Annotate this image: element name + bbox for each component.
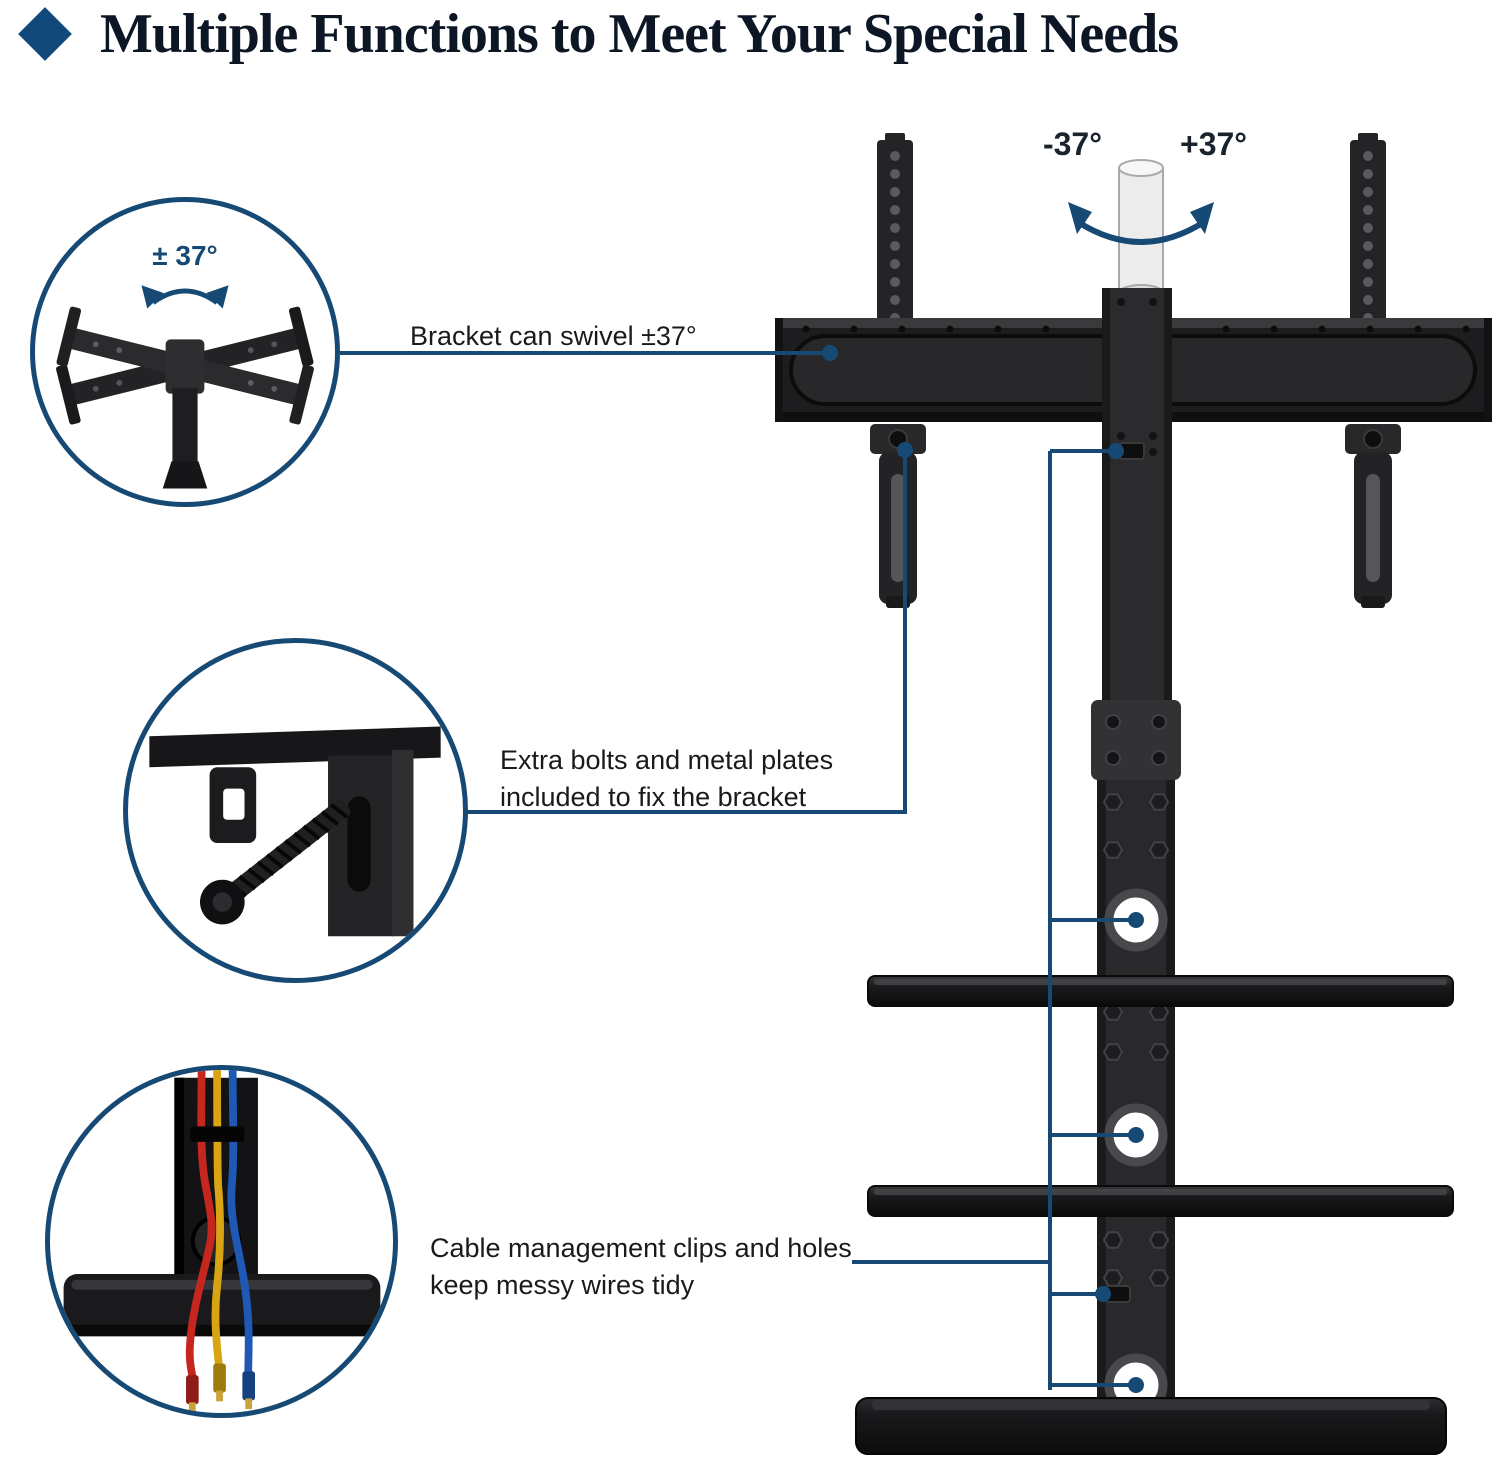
swivel-cylinder — [1118, 159, 1164, 302]
callout-bolts-text: Extra bolts and metal plates included to… — [500, 742, 833, 816]
swivel-left-angle-label: -37° — [1042, 126, 1102, 162]
inset-cable-clip — [189, 1126, 245, 1142]
page-title: Multiple Functions to Meet Your Special … — [100, 3, 1179, 65]
inset-swivel-angle-label: ± 37° — [152, 240, 218, 271]
center-column-upper — [1102, 288, 1172, 712]
header: Multiple Functions to Meet Your Special … — [12, 2, 1179, 66]
rotation-arrow — [1068, 202, 1214, 245]
clamp-hook — [209, 767, 257, 844]
rail-screws — [802, 325, 1470, 333]
bolt-clamp-mini-illustration — [149, 726, 441, 937]
connector-dots — [822, 345, 1144, 1393]
threaded-bolt — [199, 799, 351, 925]
left-arm — [870, 424, 926, 608]
swivel-bracket-mini-illustration — [56, 285, 314, 489]
swivel-right-angle-label: +37° — [1180, 126, 1248, 162]
callout-cables-line2: keep messy wires tidy — [430, 1270, 695, 1300]
callout-cables-text: Cable management clips and holes keep me… — [430, 1230, 852, 1304]
inset-bolt-closeup — [123, 638, 468, 983]
inset-base-bar — [63, 1274, 381, 1337]
inset-rotation-arc — [141, 285, 229, 309]
callout-cables-line1: Cable management clips and holes — [430, 1233, 852, 1263]
cable-management-mini-illustration — [63, 1070, 381, 1413]
base-plate — [855, 1397, 1447, 1455]
wire-plugs — [186, 1363, 256, 1413]
callout-bolts-line1: Extra bolts and metal plates — [500, 745, 834, 775]
bracket-body — [328, 749, 414, 937]
inset-swivel-bracket: ± 37° — [30, 197, 340, 507]
vesa-bracket-left — [877, 133, 913, 336]
callout-bolts-line2: included to fix the bracket — [500, 782, 807, 812]
connector-lines — [340, 351, 1136, 1390]
crossed-brackets — [56, 306, 314, 489]
inset-cable-closeup — [45, 1065, 398, 1418]
diamond-bullet-icon — [18, 7, 72, 61]
wire-red — [185, 1070, 216, 1383]
right-arm — [1345, 424, 1401, 608]
callout-swivel-text: Bracket can swivel ±37° — [410, 321, 697, 351]
vesa-bracket-right — [1350, 133, 1386, 336]
shelf-2 — [867, 1185, 1454, 1217]
shelf-1 — [867, 975, 1454, 1007]
